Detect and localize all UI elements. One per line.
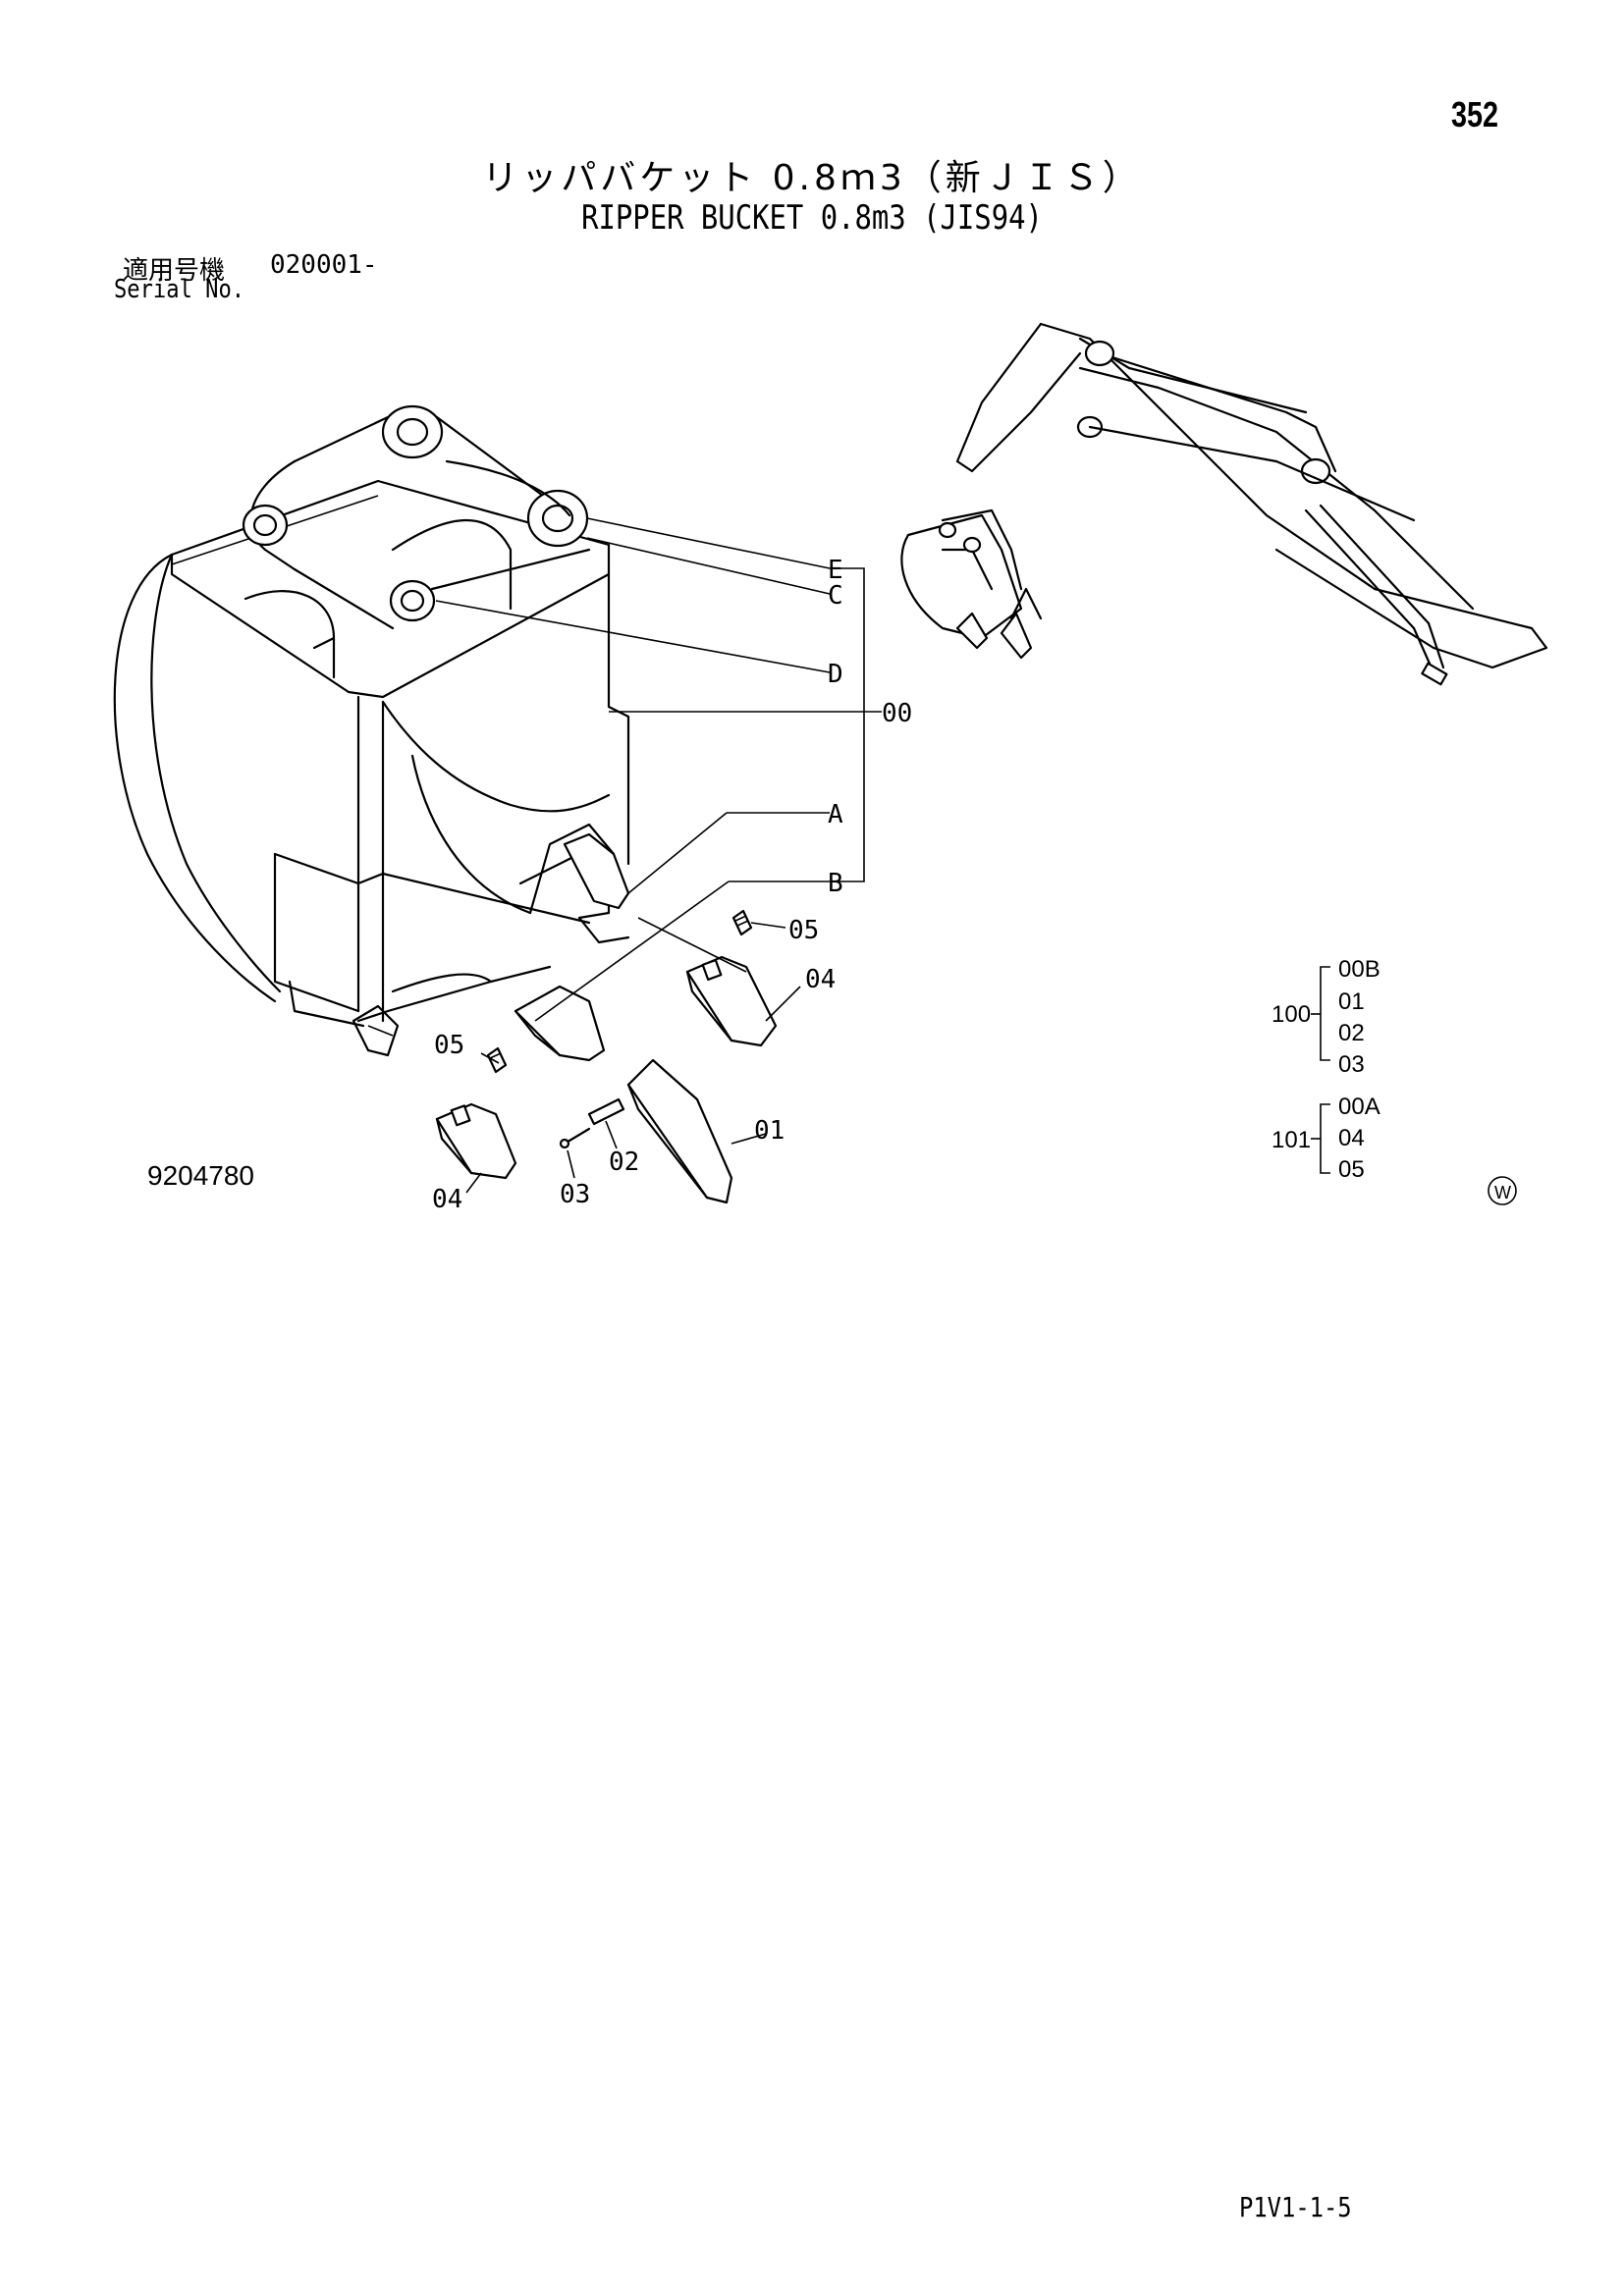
- serial-label-english: Serial No.: [114, 275, 245, 304]
- page-number: 352: [1450, 94, 1498, 134]
- callout-01: 01: [754, 1116, 785, 1146]
- assembly-100-item: 01: [1338, 988, 1365, 1015]
- w-mark: W: [1494, 1183, 1511, 1202]
- callout-a: A: [828, 800, 843, 829]
- assembly-101-item: 04: [1338, 1125, 1365, 1151]
- drawing-number: 9204780: [147, 1160, 255, 1191]
- loose-parts-drawing: [435, 832, 778, 1204]
- assembly-100-item: 03: [1338, 1051, 1365, 1078]
- title-english: RIPPER BUCKET 0.8m3 (JIS94): [581, 198, 1043, 238]
- callout-04-upper: 04: [805, 965, 836, 994]
- assembly-101-code: 101: [1272, 1127, 1311, 1153]
- title-japanese: リッパバケット 0.8ｍ3（新ＪＩＳ）: [482, 158, 1142, 198]
- footer-code: P1V1-1-5: [1239, 2191, 1352, 2223]
- assembly-101-item: 05: [1338, 1156, 1365, 1183]
- ripper-bucket-drawing: [113, 404, 630, 1057]
- callout-04-lower: 04: [432, 1185, 462, 1214]
- assembly-100-item: 00B: [1338, 956, 1380, 983]
- excavator-arm-drawing: [900, 322, 1548, 686]
- callout-c: C: [828, 581, 843, 611]
- callout-e: E: [828, 556, 843, 585]
- serial-label-japanese: 適用号機: [123, 256, 226, 286]
- callout-labels: E C D 00 A B 05 04 05 04 01 02 03 100 00…: [432, 556, 1511, 1214]
- callout-05-lower: 05: [434, 1031, 464, 1060]
- callout-05-upper: 05: [788, 916, 819, 945]
- assembly-101-item: 00A: [1338, 1094, 1380, 1120]
- assembly-100-item: 02: [1338, 1020, 1365, 1046]
- leader-lines: [435, 517, 1517, 1205]
- assembly-100-code: 100: [1272, 1001, 1311, 1028]
- callout-b: B: [828, 869, 843, 898]
- callout-00: 00: [882, 699, 912, 728]
- serial-range: 020001-: [270, 250, 378, 280]
- callout-02: 02: [609, 1148, 639, 1177]
- callout-d: D: [828, 660, 843, 689]
- callout-03: 03: [560, 1180, 590, 1209]
